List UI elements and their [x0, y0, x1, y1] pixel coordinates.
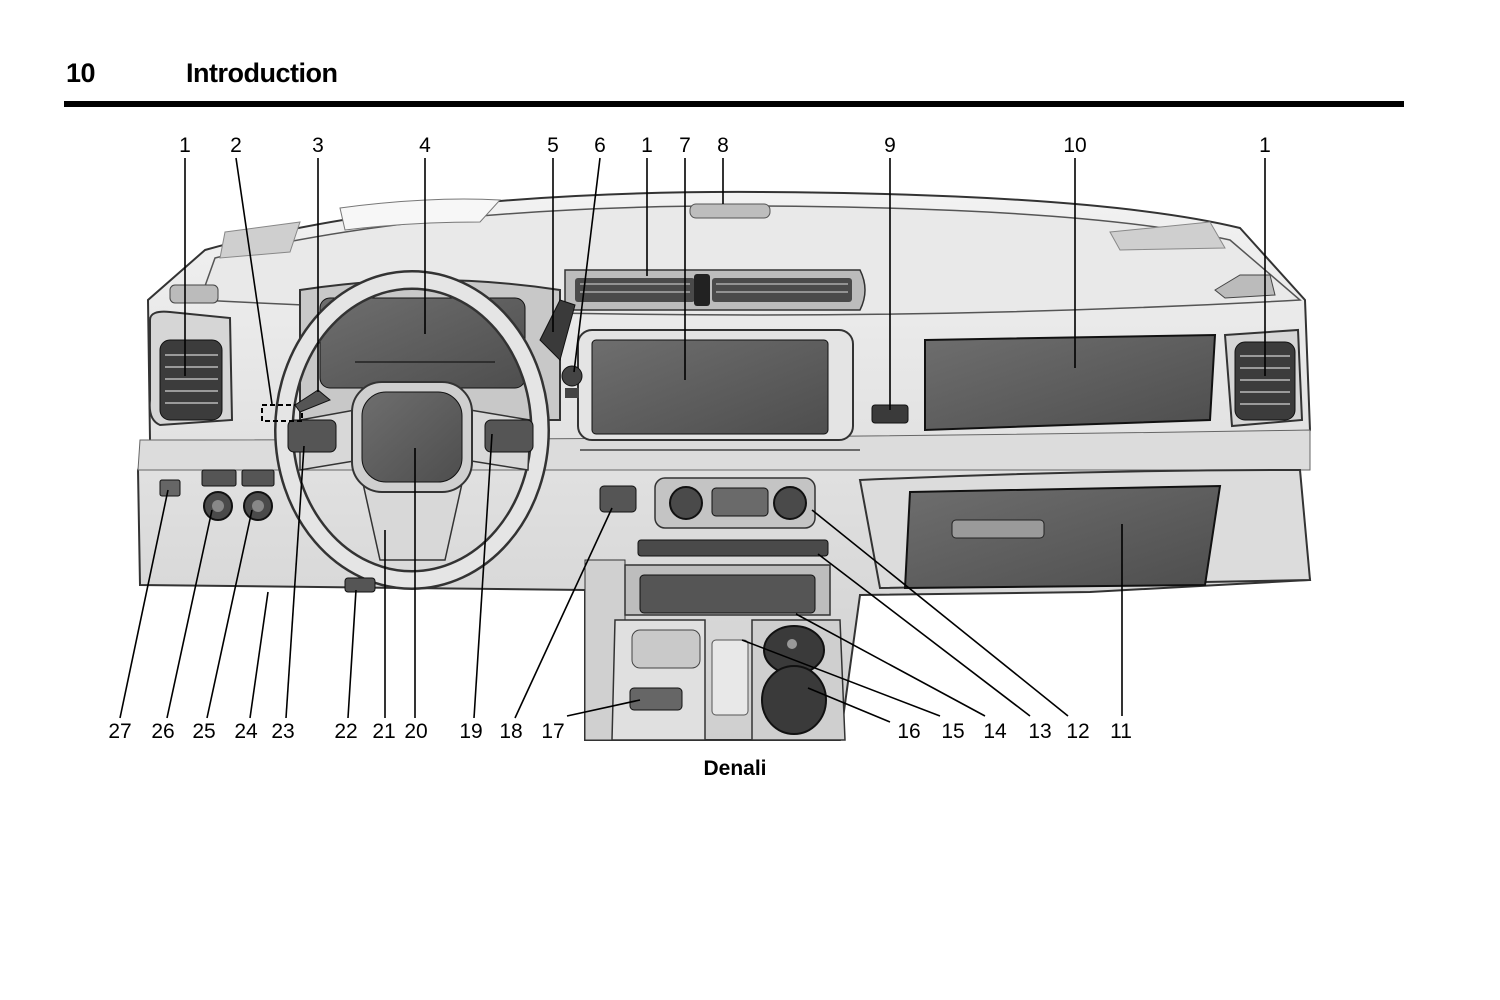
callout-7: 7: [679, 134, 691, 157]
callout-26: 26: [151, 720, 174, 743]
callout-11: 11: [1110, 720, 1132, 743]
passenger-trim-panel: [871, 333, 1217, 432]
callout-24: 24: [234, 720, 258, 743]
callout-12: 12: [1066, 720, 1089, 743]
callout-19: 19: [459, 720, 482, 743]
center-button-row: [637, 539, 829, 557]
parking-brake: [344, 577, 376, 593]
infotainment-screen: [577, 329, 854, 441]
callout-22: 22: [334, 720, 357, 743]
callout-9: 9: [884, 134, 896, 157]
callouts-bottom: 27 26 25 24 23 22 21 20 19 18 17 16 15 1…: [108, 720, 1132, 743]
callout-5: 5: [547, 134, 559, 157]
callout-1-right-vent: 1: [1259, 134, 1271, 157]
callout-4: 4: [419, 134, 431, 157]
callout-25: 25: [192, 720, 215, 743]
header-rule: [64, 101, 1404, 107]
callout-2: 2: [230, 134, 242, 157]
callout-27: 27: [108, 720, 131, 743]
right-air-vent: [1214, 274, 1304, 428]
callout-leaders: [119, 157, 1266, 723]
callout-16: 16: [897, 720, 920, 743]
callout-6: 6: [594, 134, 606, 157]
glove-box: [858, 468, 1312, 590]
callout-20: 20: [404, 720, 427, 743]
callout-17: 17: [541, 720, 564, 743]
callout-8: 8: [717, 134, 729, 157]
callout-13: 13: [1028, 720, 1051, 743]
center-console: [580, 449, 860, 741]
steering-wheel: [261, 270, 550, 590]
climate-controls: [599, 477, 816, 529]
page-number: 10: [66, 58, 96, 88]
left-air-vent: [148, 284, 234, 427]
turn-signal-lever: [294, 389, 331, 413]
shift-lever: [539, 299, 583, 398]
center-air-vents: [564, 269, 866, 311]
callout-18: 18: [499, 720, 522, 743]
figure-caption: Denali: [703, 757, 767, 780]
callout-14: 14: [983, 720, 1007, 743]
callout-3: 3: [312, 134, 324, 157]
section-title: Introduction: [186, 58, 338, 88]
callout-10: 10: [1063, 134, 1086, 157]
page-header: 10 Introduction: [64, 58, 1404, 108]
callout-1-center-vent: 1: [641, 134, 653, 157]
callout-1-left-vent: 1: [179, 134, 191, 157]
left-switch-panel: [159, 469, 275, 521]
callout-23: 23: [271, 720, 294, 743]
callout-15: 15: [941, 720, 964, 743]
callouts-top: 1 2 3 4 5 6 1 7 8 9 10 1: [179, 134, 1271, 157]
callout-21: 21: [372, 720, 395, 743]
